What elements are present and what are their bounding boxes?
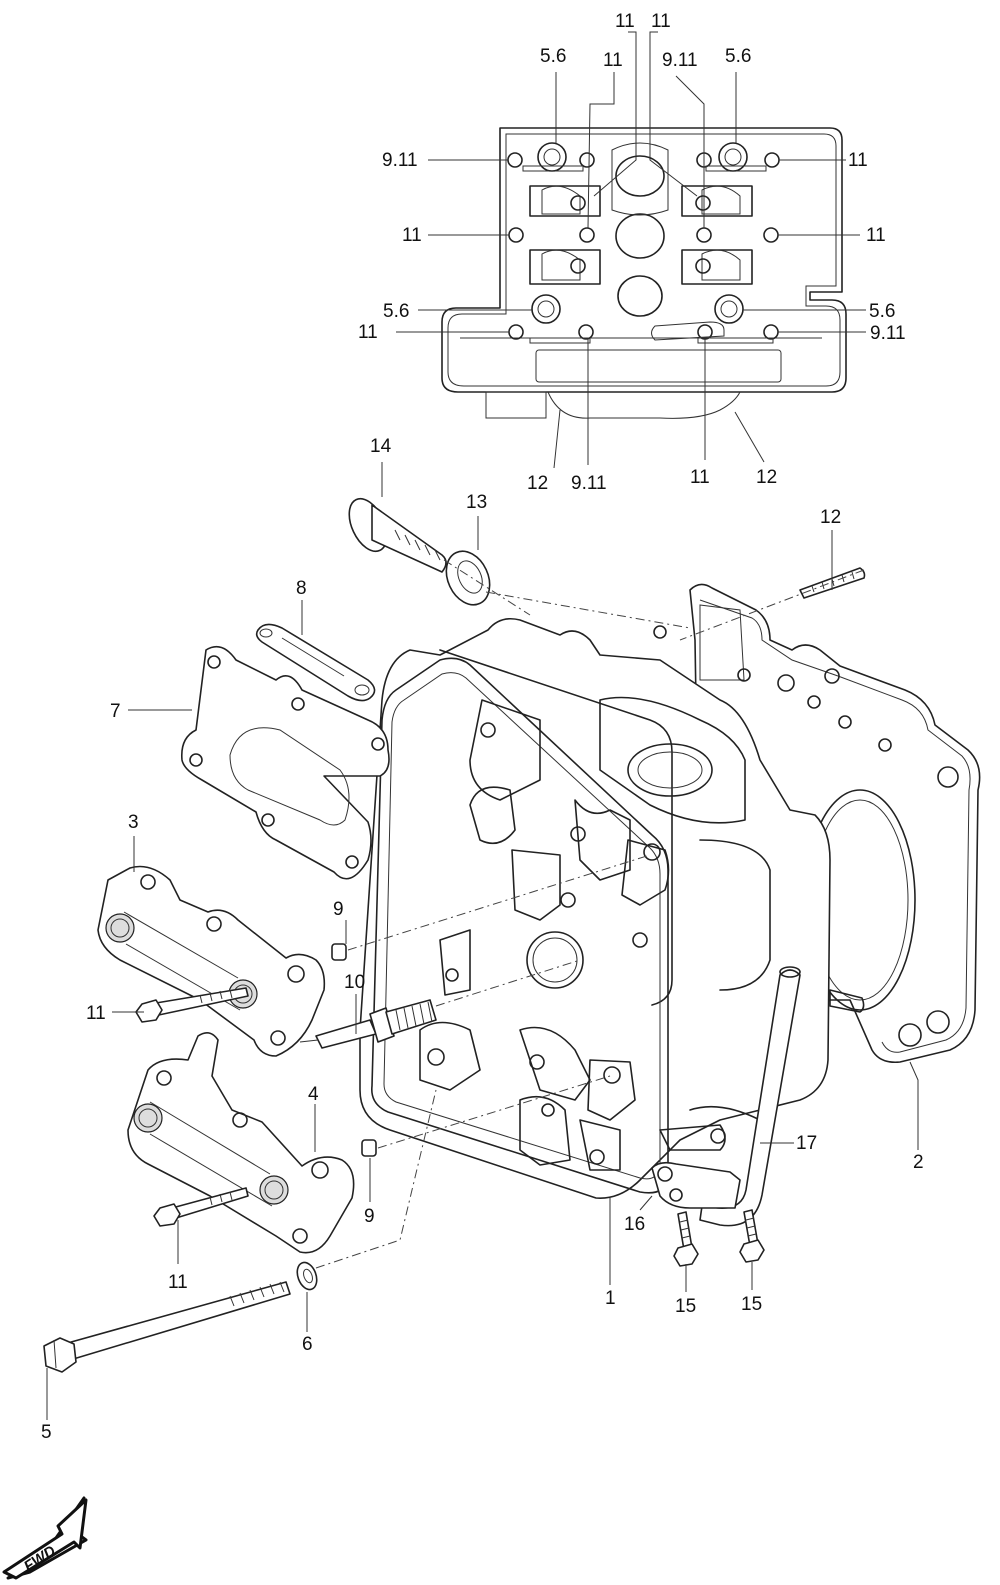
part-6-washer	[296, 1261, 318, 1291]
part-7-cover-gasket	[180, 645, 390, 880]
label-part-9-upper: 9	[333, 899, 344, 920]
label-part-15-left: 15	[675, 1296, 696, 1317]
tv-label-4: 9.11	[662, 50, 698, 71]
tv-label-3: 11	[603, 50, 623, 71]
part-9-dowel-upper	[331, 943, 347, 961]
top-view-cylinder-head	[441, 127, 847, 419]
label-part-17: 17	[796, 1133, 817, 1154]
top-view-cam-bearings	[529, 185, 753, 285]
tv-label-12: 11	[358, 322, 378, 343]
part-leaders	[46, 462, 919, 1420]
part-4-rocker-holder	[127, 1032, 355, 1254]
label-part-6: 6	[302, 1334, 313, 1355]
tv-label-14: 12	[527, 473, 548, 494]
label-part-12: 12	[820, 507, 841, 528]
part-9-dowel-lower	[361, 1139, 377, 1157]
label-part-4: 4	[308, 1084, 319, 1105]
tv-label-2: 5.6	[540, 46, 566, 67]
label-part-8: 8	[296, 578, 307, 599]
label-part-9-lower: 9	[364, 1206, 375, 1227]
tv-label-16: 11	[690, 467, 710, 488]
tv-label-6: 9.11	[382, 150, 418, 171]
tv-label-7: 11	[848, 150, 868, 171]
tv-label-10: 5.6	[383, 301, 409, 322]
part-5-long-bolt	[43, 1281, 291, 1373]
tv-label-9: 11	[866, 225, 886, 246]
part-17-pipe	[699, 966, 801, 1227]
tv-label-0: 11	[615, 11, 635, 32]
tv-label-11: 5.6	[869, 301, 895, 322]
part-1-cylinder-head	[359, 617, 831, 1199]
part-callouts: 1 2 3 4 5 6 7 8 9 9 10 11 11 12 13 14 15…	[41, 436, 924, 1443]
tv-label-17: 12	[756, 467, 777, 488]
part-10-spark-plug	[299, 999, 437, 1049]
label-part-2: 2	[913, 1152, 924, 1173]
part-15-bolt-left	[673, 1211, 699, 1267]
label-part-7: 7	[110, 701, 121, 722]
tv-label-5: 5.6	[725, 46, 751, 67]
label-part-5: 5	[41, 1422, 52, 1443]
part-11-bolt-lower	[153, 1187, 249, 1227]
part-14-bolt	[348, 497, 447, 573]
part-15-bolt-right	[739, 1209, 765, 1263]
label-part-14: 14	[370, 436, 392, 457]
label-part-15-right: 15	[741, 1294, 762, 1315]
top-view-bolt-holes	[507, 142, 780, 340]
label-part-10: 10	[344, 972, 365, 993]
part-16-bracket	[651, 1161, 741, 1209]
part-13-seal-washer	[445, 550, 491, 606]
label-part-11-upper: 11	[86, 1003, 106, 1024]
part-3-rocker-holder	[97, 865, 326, 1057]
tv-label-15: 9.11	[571, 473, 607, 494]
top-view-callouts: 11 11 5.6 11 9.11 5.6 9.11 11 11 11 5.6 …	[358, 11, 906, 494]
top-view-leaders	[396, 31, 866, 469]
fwd-direction-arrow: FWD	[2, 1496, 88, 1580]
label-part-1: 1	[605, 1288, 616, 1309]
label-part-16: 16	[624, 1214, 645, 1235]
tv-label-1: 11	[651, 11, 671, 32]
label-part-11-lower: 11	[168, 1272, 188, 1293]
label-part-13: 13	[466, 492, 487, 513]
label-part-3: 3	[128, 812, 139, 833]
part-8-gasket	[255, 623, 376, 702]
tv-label-8: 11	[402, 225, 422, 246]
tv-label-13: 9.11	[870, 323, 906, 344]
alignment-lines	[315, 559, 865, 1269]
